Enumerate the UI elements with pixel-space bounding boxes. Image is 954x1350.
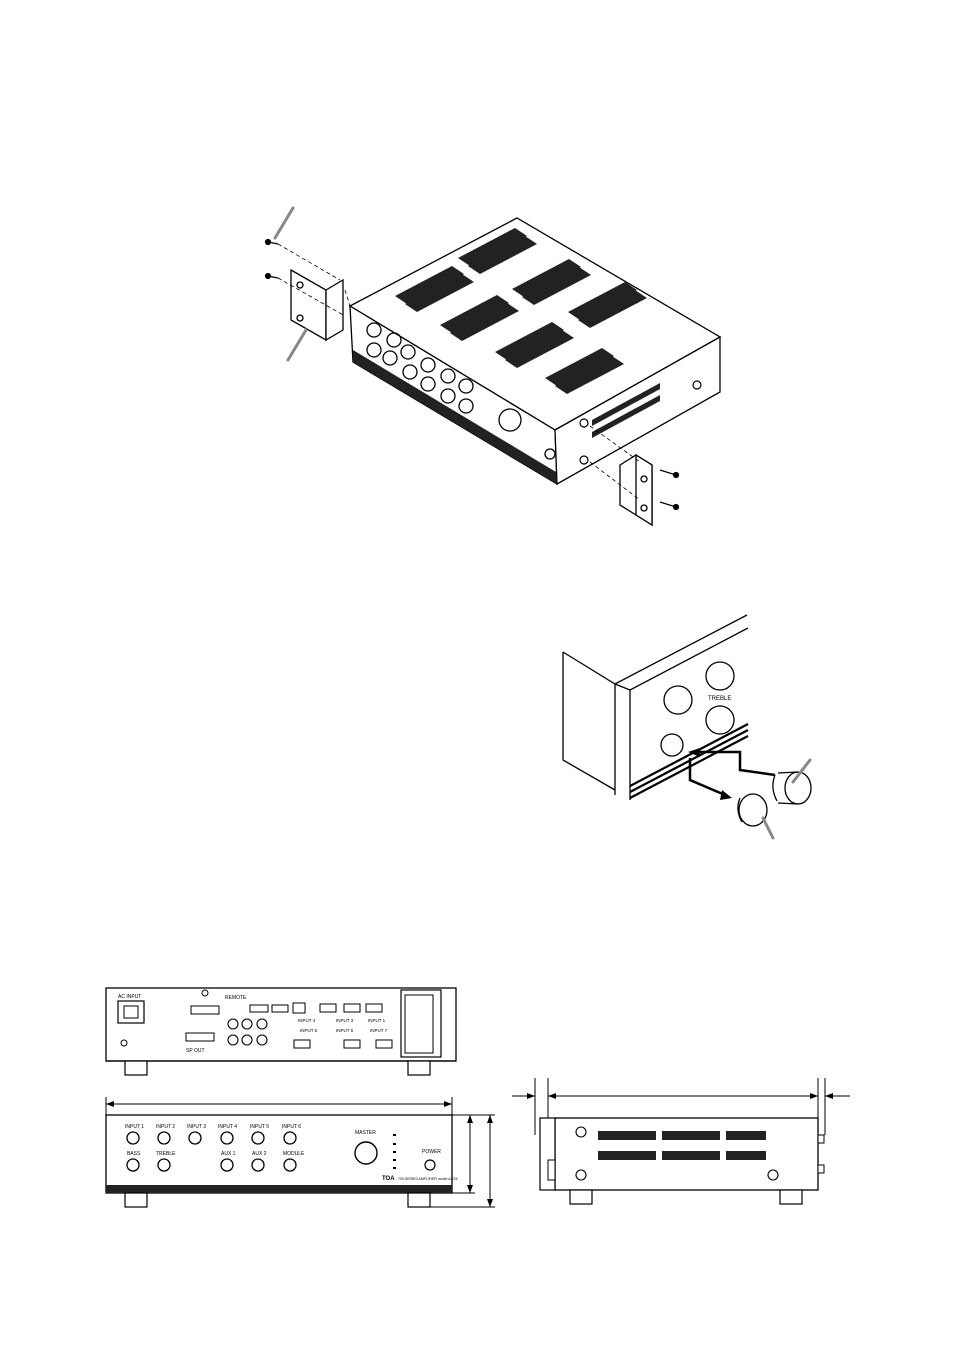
front-power-label: POWER bbox=[422, 1149, 441, 1155]
svg-text:MODULE: MODULE bbox=[283, 1151, 305, 1157]
svg-text:INPUT 2: INPUT 2 bbox=[156, 1124, 175, 1130]
front-panel-figure: INPUT 1 INPUT 2 INPUT 3 INPUT 4 INPUT 5 … bbox=[106, 1097, 495, 1207]
right-rack-bracket bbox=[620, 455, 652, 525]
rack-mount-assembly-figure bbox=[266, 208, 721, 525]
rear-remote-label: REMOTE bbox=[225, 995, 247, 1001]
master-label: MASTER bbox=[355, 1130, 376, 1136]
knob-replacement-figure: TREBLE bbox=[563, 615, 811, 838]
svg-text:INPUT 3: INPUT 3 bbox=[336, 1018, 354, 1023]
svg-text:AUX 2: AUX 2 bbox=[252, 1151, 267, 1157]
replacement-knob bbox=[738, 794, 767, 826]
svg-text:INPUT 4: INPUT 4 bbox=[218, 1124, 237, 1130]
svg-text:INPUT 7: INPUT 7 bbox=[370, 1028, 388, 1033]
removed-knob-cap bbox=[773, 772, 811, 804]
model-series-label: 700 SERIES AMPLIFIER model A-724 bbox=[398, 1177, 458, 1181]
svg-text:INPUT 5: INPUT 5 bbox=[300, 1028, 318, 1033]
svg-text:INPUT 1: INPUT 1 bbox=[368, 1018, 386, 1023]
brand-logo: TOA bbox=[382, 1176, 395, 1182]
svg-text:INPUT 6: INPUT 6 bbox=[336, 1028, 354, 1033]
amplifier-body-isometric bbox=[350, 218, 720, 484]
svg-text:INPUT 6: INPUT 6 bbox=[282, 1124, 301, 1130]
left-rack-bracket bbox=[291, 270, 343, 340]
svg-text:INPUT 1: INPUT 1 bbox=[125, 1124, 144, 1130]
side-view-figure bbox=[512, 1078, 850, 1204]
svg-text:INPUT 4: INPUT 4 bbox=[298, 1018, 316, 1023]
svg-text:INPUT 3: INPUT 3 bbox=[187, 1124, 206, 1130]
svg-text:TREBLE: TREBLE bbox=[156, 1151, 176, 1157]
svg-text:INPUT 5: INPUT 5 bbox=[250, 1124, 269, 1130]
rear-sp-out-label: SP OUT bbox=[186, 1048, 205, 1054]
rear-panel-figure: AC INPUT SP OUT REMOTE INPUT 4 INPUT 3 I… bbox=[106, 988, 456, 1075]
svg-text:BASS: BASS bbox=[127, 1151, 141, 1157]
removal-arrows bbox=[690, 752, 775, 795]
front-width-dimension bbox=[106, 1097, 452, 1115]
svg-text:AUX 1: AUX 1 bbox=[221, 1151, 236, 1157]
rear-power-label: AC INPUT bbox=[118, 994, 141, 1000]
treble-knob-label: TREBLE bbox=[708, 696, 731, 702]
